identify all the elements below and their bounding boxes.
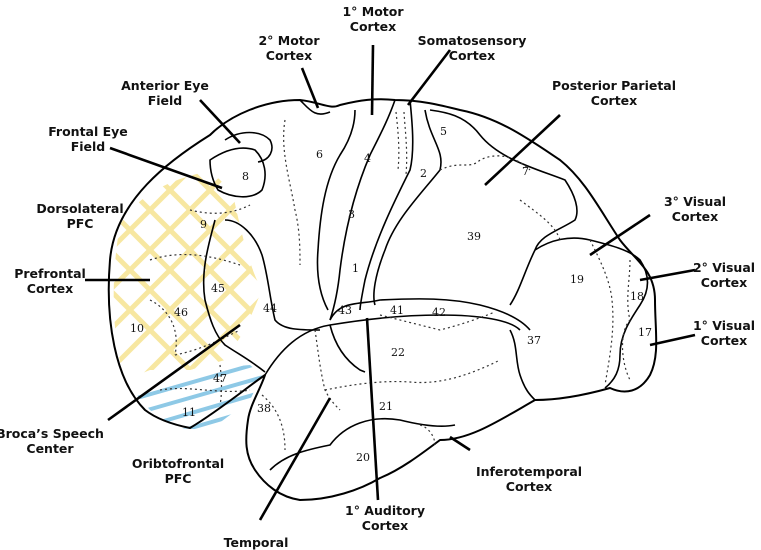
pointer-lines xyxy=(85,45,695,520)
label-broca: Broca’s SpeechCenter xyxy=(0,426,104,456)
temporal-upper xyxy=(265,315,520,375)
label-motor2: 2° MotorCortex xyxy=(258,33,320,63)
temporal-inner xyxy=(330,325,365,372)
area-6: 6 xyxy=(316,148,323,161)
area-44: 44 xyxy=(263,302,277,315)
area-7: 7 xyxy=(522,165,529,178)
area-37: 37 xyxy=(527,334,541,347)
eye-field-notch xyxy=(210,148,265,197)
area-41: 41 xyxy=(390,304,404,317)
area-8: 8 xyxy=(242,170,249,183)
label-auditory1: 1° AuditoryCortex xyxy=(345,503,425,533)
area-18: 18 xyxy=(630,290,644,303)
area-4: 4 xyxy=(364,152,371,165)
label-visual2: 2° VisualCortex xyxy=(693,260,755,290)
central-sulcus xyxy=(330,100,395,320)
area-46: 46 xyxy=(174,306,188,319)
label-temporal: Temporal xyxy=(224,535,289,550)
area-42: 42 xyxy=(432,306,446,319)
area-43: 43 xyxy=(338,304,352,317)
label-dorsolateral-pfc: DorsolateralPFC xyxy=(36,201,123,231)
postcentral xyxy=(360,100,413,310)
area-1: 1 xyxy=(352,262,359,275)
area-11: 11 xyxy=(182,406,196,419)
label-visual3: 3° VisualCortex xyxy=(664,194,726,224)
label-motor1: 1° MotorCortex xyxy=(342,4,404,34)
area-10: 10 xyxy=(130,322,144,335)
area-22: 22 xyxy=(391,346,405,359)
label-anterior-eye-field: Anterior EyeField xyxy=(121,78,209,108)
area-5: 5 xyxy=(440,125,447,138)
area-38: 38 xyxy=(257,402,271,415)
area-numbers: 4 6 2 5 7 8 3 9 39 1 19 45 18 44 46 43 4… xyxy=(130,125,652,464)
parietal-upper xyxy=(374,110,441,305)
label-posterior-parietal: Posterior ParietalCortex xyxy=(552,78,676,108)
anterior-eye-notch xyxy=(225,133,272,163)
area-39: 39 xyxy=(467,230,481,243)
label-visual1: 1° VisualCortex xyxy=(693,318,755,348)
occipital-lobe xyxy=(535,238,648,388)
region-labels: 1° MotorCortex 2° MotorCortex Somatosens… xyxy=(0,4,755,550)
area-45: 45 xyxy=(211,282,225,295)
area-20: 20 xyxy=(356,451,370,464)
label-orbitofrontal: OribtofrontalPFC xyxy=(132,456,224,486)
area-21: 21 xyxy=(379,400,393,413)
parietal-loop xyxy=(430,110,577,305)
label-prefrontal: PrefrontalCortex xyxy=(14,266,86,296)
area-9: 9 xyxy=(200,218,207,231)
orbitofrontal-hatch xyxy=(130,360,270,445)
area-17: 17 xyxy=(638,326,652,339)
area-3: 3 xyxy=(348,208,355,221)
area-2: 2 xyxy=(420,167,427,180)
label-inferotemporal: InferotemporalCortex xyxy=(476,464,582,494)
area-19: 19 xyxy=(570,273,584,286)
area-47: 47 xyxy=(213,372,227,385)
label-somatosensory: SomatosensoryCortex xyxy=(418,33,527,63)
